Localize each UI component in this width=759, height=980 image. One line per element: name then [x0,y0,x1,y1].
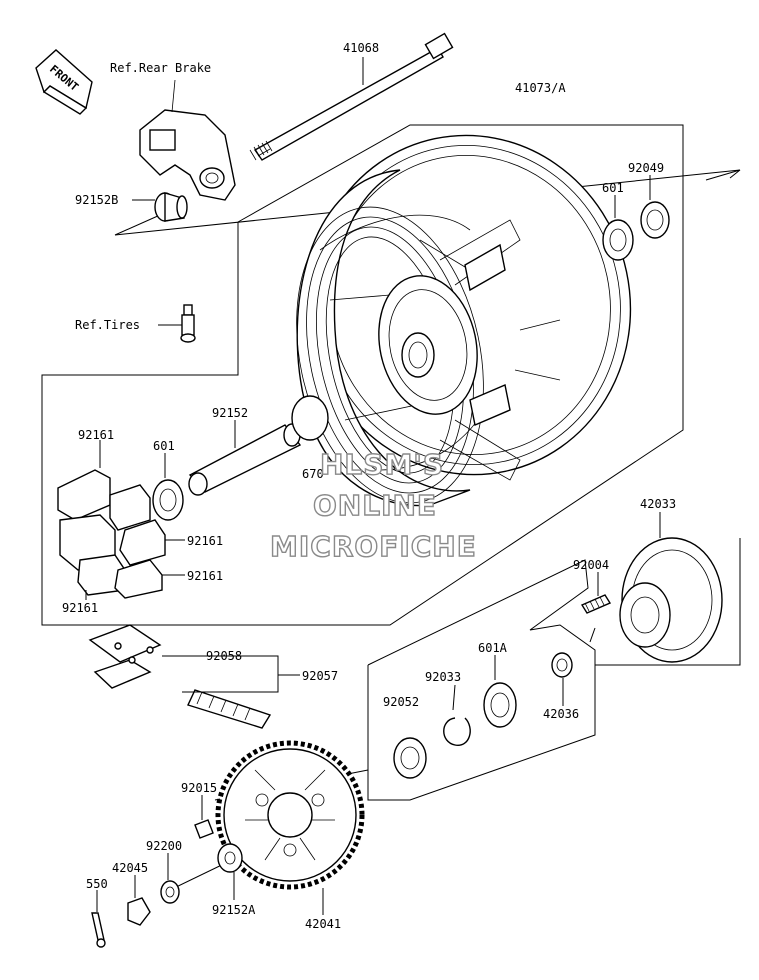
label-670: 670 [302,467,324,481]
stud-92004 [580,594,612,614]
castle-nut-42045 [127,897,151,926]
o-ring-670 [291,395,329,441]
watermark-line2: ONLINE [313,489,437,522]
wheel-assembly-outline [41,124,684,626]
hub-assembly-outline [367,538,741,666]
watermark-line3: MICROFICHE [270,530,477,563]
sprocket-hub-outline [367,665,596,801]
label-42036: 42036 [543,707,579,721]
label-550: 550 [86,877,108,891]
label-92049: 92049 [628,161,664,175]
label-ref-tires: Ref.Tires [75,318,140,332]
label-92161-d: 92161 [62,601,98,615]
washer-92200 [160,880,180,904]
nut-92015 [194,819,214,839]
label-92161-c: 92161 [187,569,223,583]
rear-wheel [296,134,632,507]
label-92052: 92052 [383,695,419,709]
label-92152a: 92152A [212,903,256,917]
cotter-pin-550 [91,912,106,948]
sprocket-hub-42033 [619,537,723,663]
label-92161-a: 92161 [78,428,114,442]
label-601-mid: 601 [153,439,175,453]
label-92004: 92004 [573,558,609,572]
circlip-92033 [443,717,471,746]
label-601a: 601A [478,641,508,655]
bearing-601a [483,682,517,728]
label-41068: 41068 [343,41,379,55]
collar-92152b [154,192,188,222]
label-42045: 42045 [112,861,148,875]
label-92015: 92015 [181,781,217,795]
label-41073: 41073/A [515,81,566,95]
collar-42036 [551,652,573,678]
tire-valve [180,304,196,343]
bearing-601-mid [152,479,184,521]
label-92033: 92033 [425,670,461,684]
drive-chain [88,624,272,729]
label-ref-rear-brake: Ref.Rear Brake [110,61,211,75]
label-42033: 42033 [640,497,676,511]
oil-seal-92052 [393,737,427,779]
oil-seal-92049 [640,201,670,239]
distance-collar-92152 [188,423,302,496]
front-arrow-icon: FRONT [35,49,93,115]
damper-rubbers [57,469,166,599]
bearing-601-top [602,219,634,261]
label-92161-b: 92161 [187,534,223,548]
watermark-line1: HLSM'S [320,448,444,481]
rear-sprocket [215,740,365,890]
label-92152b: 92152B [75,193,118,207]
label-42041: 42041 [305,917,341,931]
label-92058: 92058 [206,649,242,663]
label-92152: 92152 [212,406,248,420]
label-92200: 92200 [146,839,182,853]
axle [249,32,454,161]
label-92057: 92057 [302,669,338,683]
label-601-top: 601 [602,181,624,195]
rear-brake-bracket [139,79,236,201]
collar-92152a [217,843,243,873]
